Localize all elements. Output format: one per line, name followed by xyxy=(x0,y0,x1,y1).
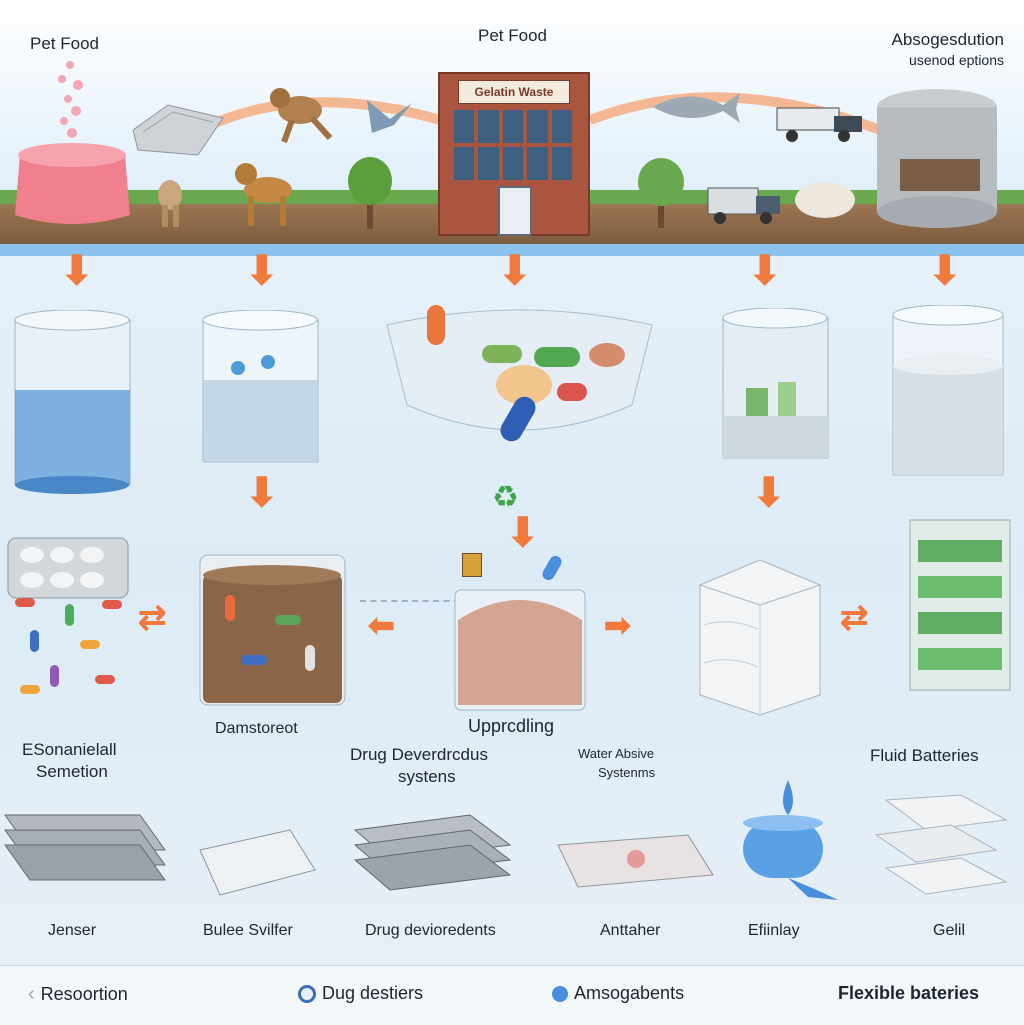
product-label-3: Drug devioredents xyxy=(365,922,496,939)
white-gel-cylinder xyxy=(892,305,1004,476)
legend-item-resorption[interactable]: ‹ Resoortion xyxy=(28,983,128,1006)
down-arrow-3: ⬇ xyxy=(498,249,532,293)
pet-food-bag-image xyxy=(132,104,224,156)
product-label-6: Gelil xyxy=(933,922,966,939)
pet-food-center-label: Pet Food xyxy=(478,26,547,45)
tree-image xyxy=(348,157,392,229)
down-arrow-5: ⬇ xyxy=(928,249,962,293)
recycle-icon: ♻ xyxy=(492,481,519,514)
pill-blister-pack-image xyxy=(7,537,129,599)
product-label-5: Efiinlay xyxy=(748,922,800,939)
scattered-capsules-image xyxy=(15,598,122,694)
factory-door xyxy=(498,186,532,236)
film-sheet-image xyxy=(199,829,316,896)
legend-item-flexible-batteries[interactable]: Flexible bateries xyxy=(838,983,979,1004)
down-arrow-1: ⬇ xyxy=(60,249,94,293)
green-sample-cylinder xyxy=(722,308,829,459)
dam-label: Damstoreot xyxy=(215,720,298,737)
right-arrow-1: ➡ xyxy=(604,607,631,643)
factory-windows xyxy=(454,110,572,180)
capsules-bowl xyxy=(386,305,653,442)
product-label-4: Anttaher xyxy=(600,922,661,939)
bird-image xyxy=(367,100,412,133)
down-arrow-7: ⬇ xyxy=(506,511,540,555)
down-arrow-8: ⬇ xyxy=(752,471,786,515)
brown-liquid-beaker xyxy=(199,554,346,706)
small-card-icon xyxy=(462,553,482,577)
circle-icon xyxy=(298,984,316,1003)
granule-jar xyxy=(454,589,586,711)
blue-beads-cylinder xyxy=(14,310,131,494)
double-arrow-right: ⇄ xyxy=(840,599,869,637)
drug-systems-line2: systens xyxy=(398,767,456,786)
chevron-left-icon: ‹ xyxy=(28,983,35,1005)
gelatin-waste-factory: Gelatin Waste xyxy=(438,72,590,236)
double-arrow-left: ⇄ xyxy=(138,599,167,637)
animals-pile-image xyxy=(795,182,855,218)
right-title-line1: Absogesdution xyxy=(891,30,1004,49)
gel-blocks-image xyxy=(874,794,1008,895)
blue-drop-stack-image xyxy=(743,780,838,900)
left-arrow-1: ⬅ xyxy=(368,607,395,643)
absorbent-pad-image xyxy=(557,834,714,888)
water-surface xyxy=(0,244,1024,256)
product-label-1: Jenser xyxy=(48,922,97,939)
fluid-batteries-label: Fluid Batteries xyxy=(870,746,979,765)
pet-food-block-image xyxy=(15,61,130,224)
tree-image-right xyxy=(638,158,684,228)
product-label-2: Bulee Svilfer xyxy=(203,922,293,939)
fish-image xyxy=(653,93,740,123)
water-systems-line2: Systenms xyxy=(598,765,656,780)
water-systems-line1: Water Absive xyxy=(578,746,655,761)
drug-systems-line1: Drug Deverdrcdus xyxy=(350,745,488,764)
storage-tank-image xyxy=(877,89,997,228)
mesh-sheets-image xyxy=(4,814,166,881)
down-arrow-4: ⬇ xyxy=(748,249,782,293)
down-arrow-6: ⬇ xyxy=(245,471,279,515)
right-title-line2: usenod eptions xyxy=(909,52,1004,68)
legend-item-drug-destiers[interactable]: Dug destiers xyxy=(298,983,423,1004)
jumping-dog-image xyxy=(270,88,333,144)
circle-icon xyxy=(552,985,568,1002)
standing-dog-image xyxy=(158,180,182,227)
legend-label: Resoortion xyxy=(40,984,128,1004)
upcycling-label: Upprcdling xyxy=(468,716,555,736)
crystal-cylinder xyxy=(202,310,319,463)
legend-bar xyxy=(0,965,1024,1025)
white-gel-block-image xyxy=(699,559,821,716)
pet-food-left-label: Pet Food xyxy=(30,34,99,53)
golden-dog-image xyxy=(235,163,292,226)
dashed-connector xyxy=(360,600,460,602)
legend-item-absorbents[interactable]: Amsogabents xyxy=(552,983,684,1004)
legend-label: Dug destiers xyxy=(322,983,424,1003)
left-title-line1: ESonanielall xyxy=(22,740,117,759)
delivery-truck-image xyxy=(707,187,780,224)
down-arrow-2: ⬇ xyxy=(245,249,279,293)
green-battery-stack-image xyxy=(909,519,1011,691)
factory-sign: Gelatin Waste xyxy=(458,80,570,104)
drug-sheet-stack-image xyxy=(353,814,512,891)
legend-label: Amsogabents xyxy=(574,983,685,1003)
left-title-line2: Semetion xyxy=(36,762,108,781)
processing-truck-image xyxy=(776,107,862,142)
legend-label: Flexible bateries xyxy=(838,983,980,1003)
